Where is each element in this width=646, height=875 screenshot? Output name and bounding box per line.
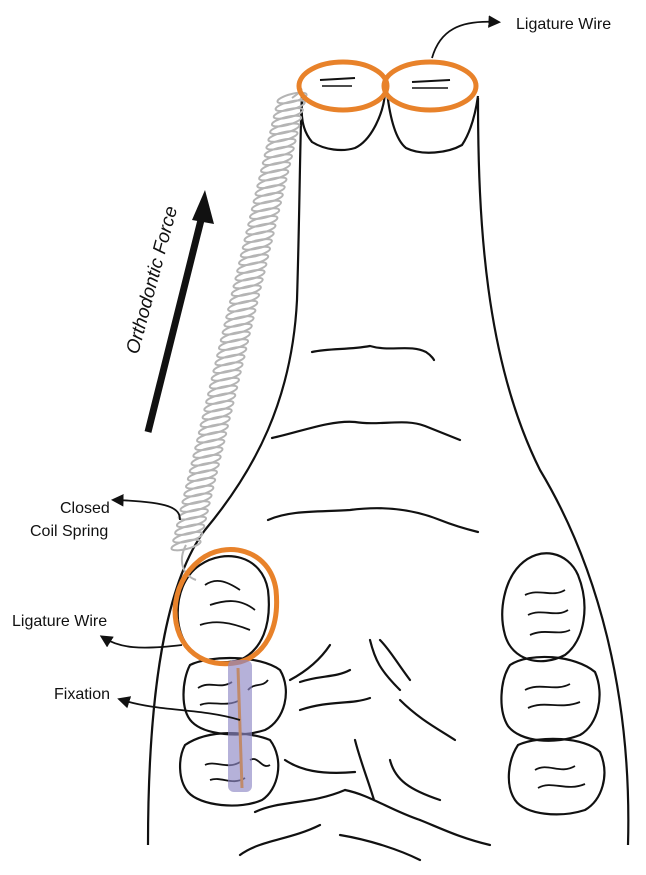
spring-coil bbox=[238, 252, 269, 267]
spring-coil bbox=[227, 299, 258, 314]
spring-coil bbox=[196, 430, 227, 445]
spring-coil bbox=[267, 129, 298, 144]
spring-coil bbox=[178, 507, 209, 522]
spring-coil bbox=[251, 198, 282, 213]
spring-coil bbox=[242, 237, 273, 252]
spring-coil bbox=[236, 260, 267, 275]
fixation-label: Fixation bbox=[54, 686, 110, 703]
spring-coil bbox=[247, 214, 278, 229]
spring-coil bbox=[216, 345, 247, 360]
spring-coil bbox=[271, 114, 302, 129]
spring-coil bbox=[264, 144, 295, 159]
spring-coil bbox=[240, 245, 271, 260]
spring-coil bbox=[181, 491, 212, 506]
closed-coil-spring-label-line2: Coil Spring bbox=[30, 523, 108, 540]
spring-coil bbox=[192, 445, 223, 460]
spring-coil bbox=[202, 406, 233, 421]
spring-coil bbox=[203, 399, 234, 414]
spring-coil bbox=[258, 168, 289, 183]
spring-coil bbox=[218, 337, 249, 352]
spring-coil bbox=[191, 453, 222, 468]
spring-coil bbox=[200, 414, 231, 429]
ligature-wire-incisor-right bbox=[384, 62, 476, 110]
spring-coil bbox=[212, 360, 243, 375]
spring-coil bbox=[187, 468, 218, 483]
spring-coil bbox=[244, 229, 275, 244]
spring-coil bbox=[223, 314, 254, 329]
spring-coil bbox=[260, 160, 291, 175]
right-molars bbox=[501, 553, 604, 814]
spring-coil bbox=[180, 499, 211, 514]
spring-coil bbox=[220, 329, 251, 344]
spring-coil bbox=[207, 383, 238, 398]
spring-coil bbox=[265, 137, 296, 152]
incisors bbox=[302, 78, 478, 153]
spring-coil bbox=[209, 376, 240, 391]
spring-coil bbox=[231, 283, 262, 298]
spring-coil bbox=[262, 152, 293, 167]
spring-coil bbox=[176, 514, 207, 529]
spring-coil bbox=[185, 476, 216, 491]
spring-coil bbox=[214, 352, 245, 367]
spring-coil bbox=[189, 460, 220, 475]
closed-coil-spring-label-line1: Closed bbox=[60, 500, 110, 517]
spring-coil bbox=[198, 422, 229, 437]
ligature-wire-left-label: Ligature Wire bbox=[12, 613, 107, 630]
spring-coil bbox=[183, 484, 214, 499]
spring-coil bbox=[194, 437, 225, 452]
spring-coil bbox=[222, 322, 253, 337]
spring-coil bbox=[225, 306, 256, 321]
ligature-wire-molar bbox=[175, 550, 277, 664]
spring-coil bbox=[229, 291, 260, 306]
spring-coil bbox=[269, 121, 300, 136]
spring-coil bbox=[205, 391, 236, 406]
ligature-wire-top-label: Ligature Wire bbox=[516, 16, 611, 33]
fixation-bar bbox=[228, 660, 252, 792]
palate-outline-right bbox=[478, 98, 628, 845]
spring-coil bbox=[172, 530, 203, 545]
spring-coil bbox=[233, 275, 264, 290]
spring-coil bbox=[211, 368, 242, 383]
spring-coil bbox=[245, 221, 276, 236]
spring-coil bbox=[273, 106, 304, 121]
spring-coil bbox=[253, 191, 284, 206]
spring-coil bbox=[256, 175, 287, 190]
spring-coil bbox=[255, 183, 286, 198]
spring-coil bbox=[249, 206, 280, 221]
spring-coil bbox=[234, 268, 265, 283]
closed-coil-spring bbox=[170, 88, 307, 580]
